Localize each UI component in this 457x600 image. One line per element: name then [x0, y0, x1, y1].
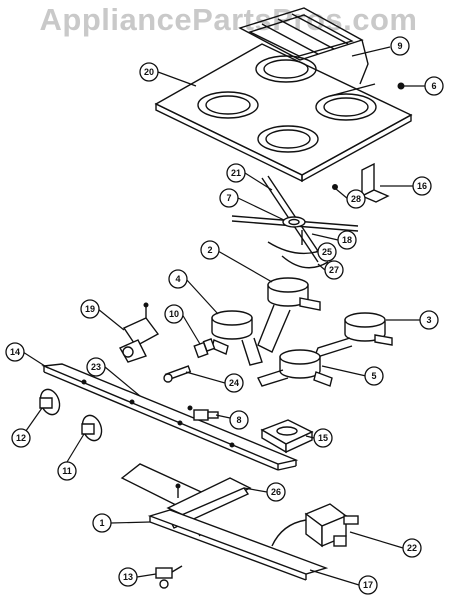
valve-assembly-22 [271, 503, 359, 548]
callout-26: 26 [266, 482, 286, 502]
svg-text:13: 13 [123, 572, 133, 582]
bracket-16 [360, 162, 390, 203]
bottom-rail-17 [147, 509, 329, 581]
regulator-15 [260, 419, 314, 454]
svg-text:1: 1 [99, 518, 104, 528]
callout-25: 25 [317, 242, 337, 262]
burner-head-5 [257, 349, 333, 387]
cooktop-panel [154, 43, 413, 183]
callout-20: 20 [139, 62, 159, 82]
burner-head-2 [257, 277, 321, 353]
watermark-text: AppliancePartsPros.com [39, 2, 418, 37]
callout-11: 11 [57, 461, 77, 481]
callout-7: 7 [219, 188, 239, 208]
svg-text:17: 17 [363, 580, 373, 590]
svg-text:6: 6 [431, 81, 436, 91]
svg-text:11: 11 [62, 466, 72, 476]
svg-text:24: 24 [229, 378, 239, 388]
igniter-switch-19 [119, 302, 160, 363]
callout-27: 27 [324, 260, 344, 280]
callout-8: 8 [229, 410, 249, 430]
callout-1: 1 [92, 513, 112, 533]
svg-text:7: 7 [226, 193, 231, 203]
burner-grate [238, 7, 376, 97]
fitting-13 [155, 565, 183, 589]
svg-text:14: 14 [10, 347, 20, 357]
screw-26 [175, 483, 181, 498]
callout-4: 4 [168, 269, 188, 289]
spreader-assembly [231, 175, 359, 263]
callout-28: 28 [346, 189, 366, 209]
svg-text:9: 9 [397, 41, 402, 51]
svg-text:23: 23 [91, 362, 101, 372]
callout-3: 3 [419, 310, 439, 330]
svg-text:20: 20 [144, 67, 154, 77]
callout-16: 16 [412, 176, 432, 196]
callout-12: 12 [11, 428, 31, 448]
svg-text:15: 15 [318, 433, 328, 443]
svg-text:22: 22 [407, 543, 417, 553]
callout-10: 10 [164, 304, 184, 324]
svg-text:18: 18 [342, 235, 352, 245]
svg-text:10: 10 [169, 309, 179, 319]
svg-text:16: 16 [417, 181, 427, 191]
manifold-pipe [41, 363, 299, 471]
wire-clip-27 [281, 255, 329, 269]
orifice-10 [193, 338, 216, 359]
svg-text:25: 25 [322, 247, 332, 257]
callout-17: 17 [358, 575, 378, 595]
callout-22: 22 [402, 538, 422, 558]
svg-text:5: 5 [371, 371, 376, 381]
screw-6 [397, 82, 405, 90]
burner-head-4 [211, 310, 263, 366]
svg-text:28: 28 [351, 194, 361, 204]
knob-12 [39, 388, 61, 416]
callout-13: 13 [118, 567, 138, 587]
svg-text:27: 27 [329, 265, 339, 275]
burner-head-3 [312, 312, 393, 360]
electrode-24 [163, 365, 192, 383]
callout-18: 18 [337, 230, 357, 250]
svg-text:21: 21 [231, 168, 241, 178]
callout-24: 24 [224, 373, 244, 393]
callout-14: 14 [5, 342, 25, 362]
svg-text:26: 26 [271, 487, 281, 497]
callout-21: 21 [226, 163, 246, 183]
callout-6: 6 [424, 76, 444, 96]
callout-5: 5 [364, 366, 384, 386]
svg-text:2: 2 [207, 245, 212, 255]
callout-9: 9 [390, 36, 410, 56]
svg-text:8: 8 [236, 415, 241, 425]
callout-19: 19 [80, 299, 100, 319]
svg-text:19: 19 [85, 304, 95, 314]
svg-text:4: 4 [175, 274, 180, 284]
svg-text:12: 12 [16, 433, 26, 443]
screw-28 [332, 184, 338, 190]
svg-text:3: 3 [426, 315, 431, 325]
knob-11 [81, 414, 103, 442]
callout-15: 15 [313, 428, 333, 448]
callout-23: 23 [86, 357, 106, 377]
callout-2: 2 [200, 240, 220, 260]
